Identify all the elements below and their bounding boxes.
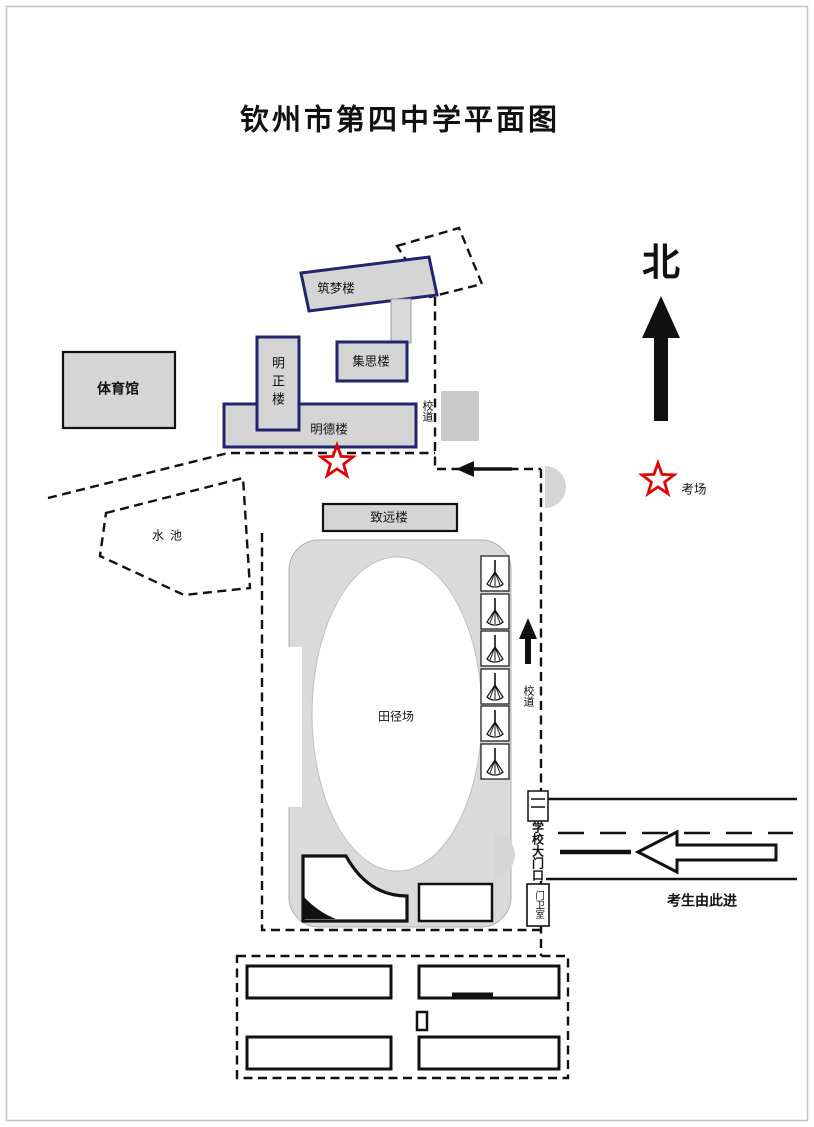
classroom-building-shape xyxy=(245,964,393,1000)
mingzheng-building-shape xyxy=(255,335,301,432)
campus-road-block xyxy=(441,391,479,441)
building-label-gym: 体育馆 xyxy=(97,380,139,397)
jisi-building-shape xyxy=(335,340,409,383)
building-label-mingde: 明德楼 xyxy=(310,422,348,437)
north-label: 北 xyxy=(641,242,681,285)
curved-building-shape xyxy=(301,854,409,923)
basketball-court-icon xyxy=(480,555,510,592)
page-title: 钦州市第四中学平面图 xyxy=(239,104,561,137)
exam-star-icon xyxy=(638,458,678,497)
building-mark-rect xyxy=(415,1010,429,1032)
gate-label: 学校大门口 xyxy=(530,821,545,881)
basketball-court-icon xyxy=(480,630,510,667)
dashed-path-west xyxy=(47,451,435,500)
track-label: 田径场 xyxy=(377,709,415,724)
exam-site-label: 考场 xyxy=(681,482,707,497)
road-label-campus-upper: 校道 xyxy=(420,400,433,422)
classroom-building-shape xyxy=(417,1035,561,1071)
gym-building-shape xyxy=(61,350,177,430)
entrance-semicircle-top xyxy=(545,466,566,508)
north-arrow-shaft xyxy=(654,337,668,421)
exam-star-icon xyxy=(317,440,357,479)
gate-booth-icon xyxy=(527,790,549,822)
small-building-shape xyxy=(417,882,494,923)
classroom-block-outline xyxy=(235,954,570,1080)
campus-road-arrow-icon xyxy=(519,618,537,639)
corridor-shape xyxy=(390,298,412,344)
building-label-zhumeng: 筑梦楼 xyxy=(317,281,355,296)
entrance-semicircle-gate xyxy=(494,834,515,876)
basketball-court-icon xyxy=(480,668,510,705)
curved-building-mark xyxy=(304,897,336,919)
zhiyuan-building-shape xyxy=(321,502,459,533)
north-arrow-icon xyxy=(642,296,680,338)
basketball-court-icon xyxy=(480,593,510,630)
dashed-boundary-south-west xyxy=(260,530,541,932)
guard-room-label: 门卫室 xyxy=(533,890,545,920)
direction-arrow-icon xyxy=(456,461,474,477)
campus-road-arrow-shaft xyxy=(525,638,531,664)
road-label-campus-lower: 校道 xyxy=(521,685,534,707)
basketball-court-icon xyxy=(480,743,510,780)
building-label-jisi: 集思楼 xyxy=(352,354,390,369)
guard-room-box xyxy=(526,883,550,927)
building-label-mingzheng: 明正楼 xyxy=(270,356,286,410)
pond-outline xyxy=(98,476,252,597)
entry-arrow-icon xyxy=(634,829,778,875)
pond-label: 水池 xyxy=(151,528,189,543)
zhumeng-building-shape xyxy=(299,255,439,313)
classroom-building-shape xyxy=(245,1035,393,1071)
building-label-zhiyuan: 致远楼 xyxy=(370,510,408,525)
entry-note-label: 考生由此进 xyxy=(667,892,737,909)
basketball-court-icon xyxy=(480,705,510,742)
track-area-gap xyxy=(285,647,302,807)
